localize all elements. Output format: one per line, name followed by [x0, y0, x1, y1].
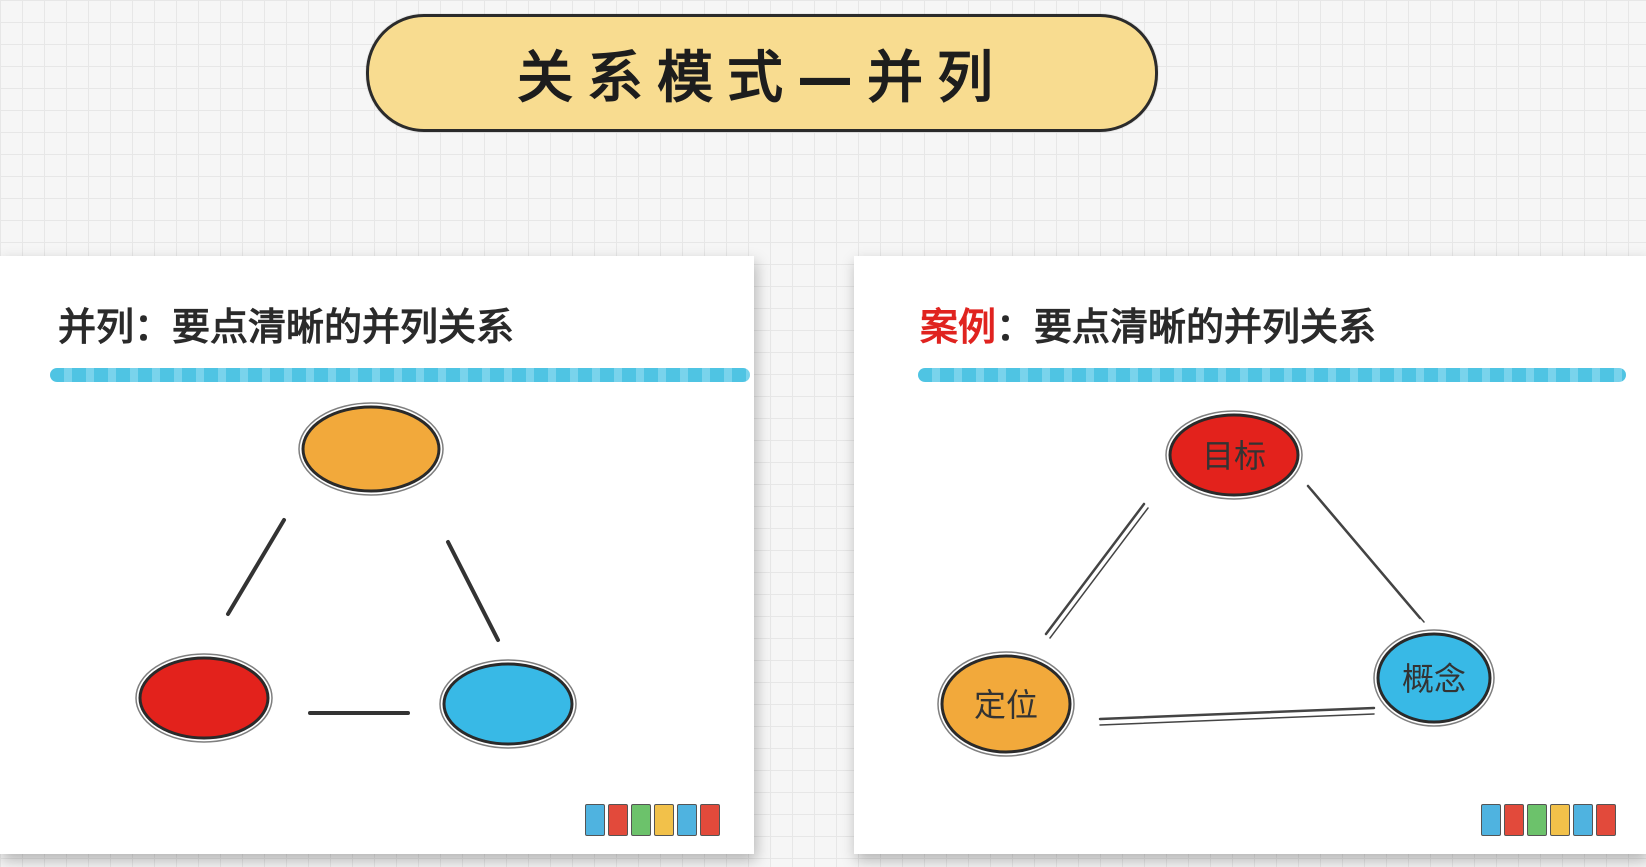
book-yellow [1550, 804, 1570, 836]
left-connector-top-left [226, 518, 286, 616]
left-panel-heading: 并列：要点清晰的并列关系 [58, 296, 514, 351]
title-banner: 关系模式—并列 [366, 14, 1158, 132]
left-node-bottom-left [135, 653, 273, 743]
right-diagram: 目标 定位 概念 [937, 410, 1495, 757]
right-node-concept-label: 概念 [1402, 660, 1466, 698]
left-heading-sep: ： [134, 305, 173, 349]
left-diagram [135, 402, 577, 749]
book-blue-2 [677, 804, 697, 836]
book-blue-2 [1573, 804, 1593, 836]
book-blue [585, 804, 605, 836]
book-red [1504, 804, 1524, 836]
left-node-top [298, 402, 444, 496]
right-connector-top-right [1306, 484, 1425, 623]
right-heading-sep: ： [996, 305, 1035, 349]
left-panel: 并列：要点清晰的并列关系 [0, 256, 754, 854]
right-panel: 案例：要点清晰的并列关系 目标 定位 [854, 256, 1646, 854]
book-red [608, 804, 628, 836]
right-heading-prefix: 案例 [920, 305, 997, 349]
book-red-2 [1596, 804, 1616, 836]
left-heading-rest: 要点清晰的并列关系 [172, 305, 515, 349]
right-node-concept: 概念 [1373, 629, 1495, 727]
right-book-logo [1481, 804, 1616, 836]
right-connector-top-left [1044, 502, 1149, 639]
book-yellow [654, 804, 674, 836]
right-node-goal: 目标 [1165, 410, 1303, 500]
left-heading-underline [50, 368, 750, 382]
left-heading-prefix: 并列 [58, 305, 135, 349]
right-node-goal-label: 目标 [1202, 437, 1266, 475]
right-node-position: 定位 [937, 651, 1075, 757]
left-node-bottom-right [439, 659, 577, 749]
right-panel-heading: 案例：要点清晰的并列关系 [920, 296, 1376, 351]
book-green [1527, 804, 1547, 836]
book-blue [1481, 804, 1501, 836]
book-green [631, 804, 651, 836]
left-book-logo [585, 804, 720, 836]
right-heading-rest: 要点清晰的并列关系 [1034, 305, 1377, 349]
right-node-position-label: 定位 [974, 686, 1038, 724]
page-title: 关系模式—并列 [517, 45, 1007, 111]
right-heading-underline [918, 368, 1626, 382]
right-connector-bottom [1098, 706, 1376, 726]
left-connector-top-right [446, 540, 500, 642]
book-red-2 [700, 804, 720, 836]
